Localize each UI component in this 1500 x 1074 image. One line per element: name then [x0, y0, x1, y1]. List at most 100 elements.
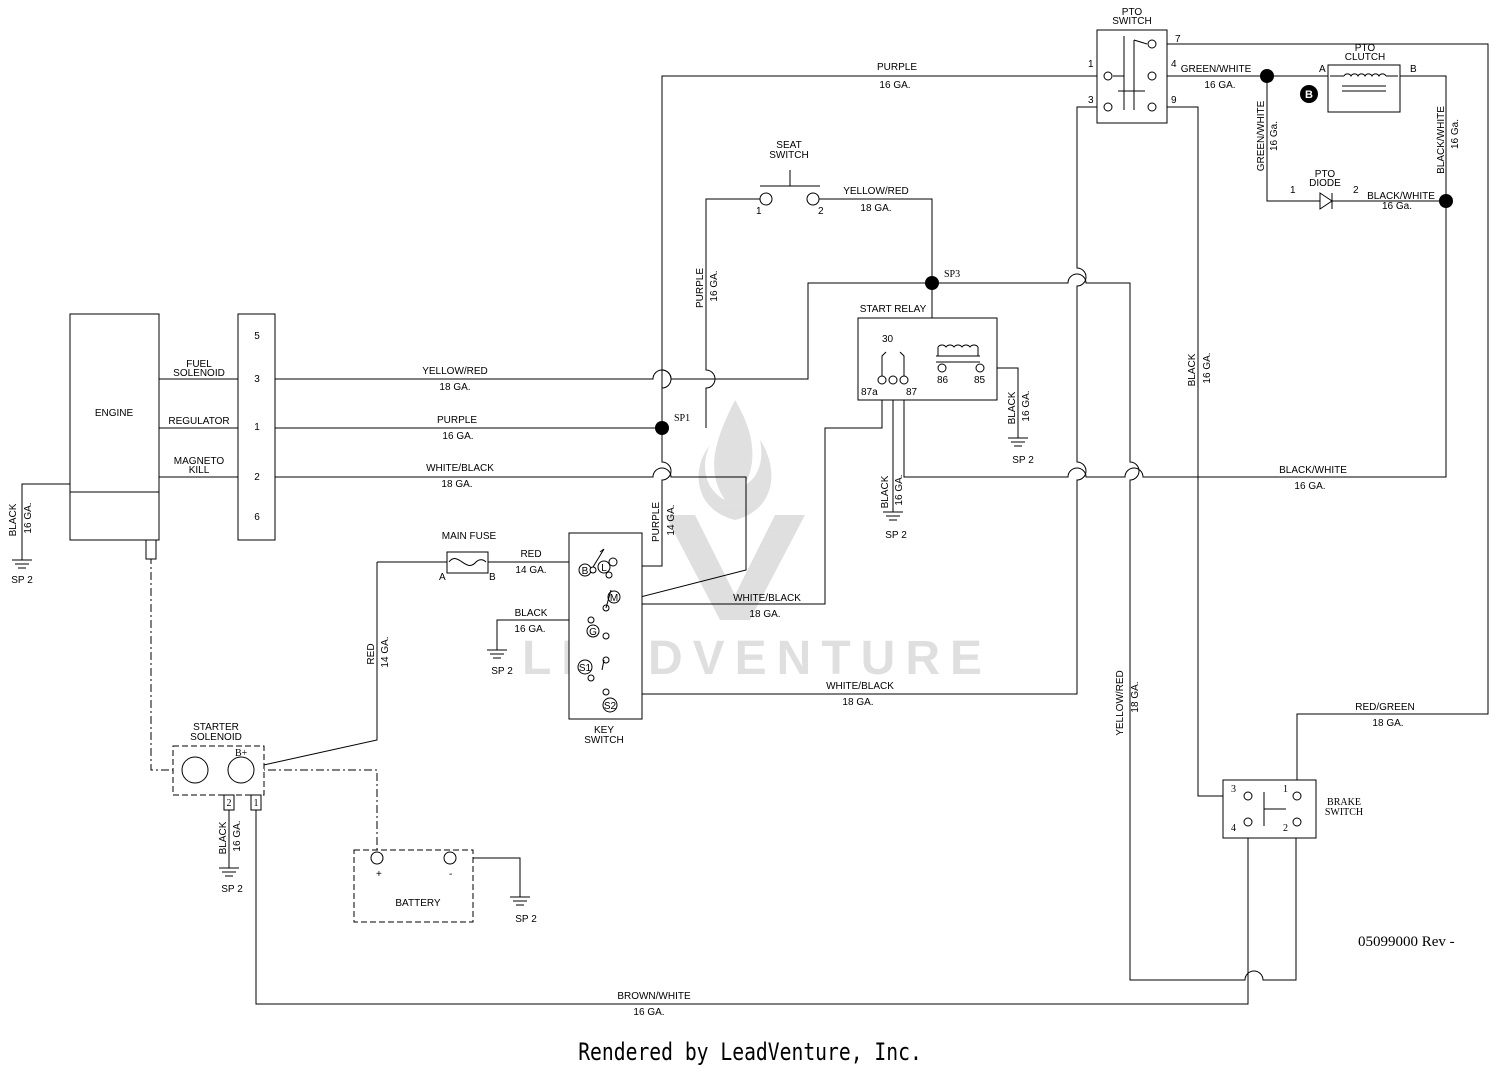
wire-label: 16 GA. — [633, 1007, 664, 1018]
black-white-splice-dot — [1439, 194, 1453, 208]
pto-diode-pin: 1 — [1290, 185, 1296, 196]
wire-label: 16 GA. — [1204, 80, 1235, 91]
magneto-kill-label: MAGNETO — [174, 456, 225, 467]
sp3-dot — [925, 276, 939, 290]
wire-label: 16 GA. — [709, 270, 720, 301]
ground-symbols — [12, 437, 1028, 906]
pto-pin: 4 — [1171, 59, 1177, 70]
fuel-solenoid-label: FUEL — [186, 359, 212, 370]
seat-pin: 1 — [756, 206, 762, 217]
pto-switch-label-2: SWITCH — [1112, 16, 1151, 27]
splice-dots — [655, 69, 1453, 435]
wire-label: PURPLE — [877, 62, 917, 73]
key-pin: S2 — [604, 701, 617, 712]
wire-label: PURPLE — [651, 502, 662, 542]
wire-label: 16 Ga. — [1450, 119, 1461, 149]
footer-credit: Rendered by LeadVenture, Inc. — [578, 1038, 922, 1066]
pto-clutch: PTO CLUTCH A B B — [1300, 43, 1417, 113]
wire-label: RED — [366, 643, 377, 664]
key-pin: M — [610, 593, 618, 604]
wire-label: RED — [520, 549, 541, 560]
wire-label: WHITE/BLACK — [826, 681, 894, 692]
wire-label: BLACK — [1007, 391, 1018, 424]
sp1-dot — [655, 421, 669, 435]
relay-pin: 30 — [882, 334, 894, 345]
pto-diode-label-2: DIODE — [1309, 178, 1341, 189]
pto-switch-label: PTO — [1122, 7, 1143, 18]
brake-pin: 2 — [1283, 823, 1288, 834]
pto-pin: 3 — [1088, 95, 1094, 106]
pto-pin: 9 — [1171, 95, 1177, 106]
wire-label: WHITE/BLACK — [426, 463, 494, 474]
ground-icon — [883, 511, 903, 521]
ground-icon — [12, 559, 32, 569]
wire-label: PURPLE — [695, 268, 706, 308]
wire-label: 18 GA. — [842, 697, 873, 708]
main-fuse: MAIN FUSE A B — [439, 531, 497, 583]
starter-solenoid-label-2: SOLENOID — [190, 732, 242, 743]
connector-pin: 2 — [254, 472, 260, 483]
wire-label: 16 GA. — [1202, 352, 1213, 383]
wire-label: YELLOW/RED — [1115, 670, 1126, 736]
seat-switch: SEAT SWITCH 1 2 — [756, 140, 824, 217]
wire-label: 18 GA. — [1372, 718, 1403, 729]
wire-label: BLACK — [880, 475, 891, 508]
wire-label: BLACK — [218, 821, 229, 854]
wire-label: 16 Ga. — [1269, 121, 1280, 151]
wire-label: 16 GA. — [879, 80, 910, 91]
wire-label: 14 GA. — [515, 565, 546, 576]
wire-label: BLACK — [1187, 353, 1198, 386]
brake-switch-label-2: SWITCH — [1325, 807, 1363, 818]
wire-label: RED/GREEN — [1355, 702, 1414, 713]
ground-icon — [487, 649, 507, 659]
wire-label: 18 GA. — [1130, 681, 1141, 712]
pto-clutch-pin: B — [1410, 64, 1417, 75]
main-fuse-label: MAIN FUSE — [442, 531, 497, 542]
wire-label: 16 GA. — [232, 820, 243, 851]
key-switch-label: KEY — [594, 725, 614, 736]
start-relay-label: START RELAY — [860, 304, 927, 315]
wire-label: YELLOW/RED — [422, 366, 488, 377]
sp2-label: SP 2 — [11, 575, 33, 586]
pto-clutch-pin: A — [1319, 64, 1326, 75]
wire-label: 16 Ga. — [1382, 201, 1412, 212]
sp2-label: SP 2 — [1012, 455, 1034, 466]
seat-switch-label-2: SWITCH — [769, 150, 808, 161]
pto-clutch-label-2: CLUTCH — [1345, 52, 1386, 63]
pto-clutch-splice-dot — [1260, 69, 1274, 83]
wire-label: BLACK — [515, 608, 548, 619]
wire-label: BLACK/WHITE — [1436, 106, 1447, 174]
ground-icon — [510, 896, 530, 906]
sp2-label: SP 2 — [515, 914, 537, 925]
starter-solenoid-label: STARTER — [193, 722, 239, 733]
wire-label: 16 GA. — [514, 624, 545, 635]
brake-pin: 1 — [1283, 784, 1288, 795]
pto-diode-pin: 2 — [1353, 185, 1359, 196]
relay-pin: 87 — [906, 387, 918, 398]
sp3-label: SP3 — [944, 269, 960, 280]
connector-pin: 5 — [254, 331, 260, 342]
battery-label: BATTERY — [395, 898, 441, 909]
doc-number: 05099000 Rev - — [1358, 934, 1455, 950]
pto-pin: 1 — [1088, 59, 1094, 70]
fuel-solenoid-label-2: SOLENOID — [173, 368, 225, 379]
wire-label: 16 GA. — [23, 502, 34, 533]
seat-switch-label: SEAT — [776, 140, 801, 151]
key-pin: B — [582, 566, 589, 577]
wire-label: 16 GA. — [442, 431, 473, 442]
sp2-label: SP 2 — [491, 666, 513, 677]
sp2-label: SP 2 — [885, 530, 907, 541]
fuse-pin: A — [439, 572, 446, 583]
brake-pin: 4 — [1231, 823, 1236, 834]
relay-pin: 87a — [861, 387, 878, 398]
wire-label: 16 GA. — [1021, 390, 1032, 421]
solenoid-pin: 2 — [227, 798, 232, 809]
fuse-pin: B — [489, 572, 496, 583]
wire-label: GREEN/WHITE — [1181, 64, 1252, 75]
wire-label: PURPLE — [437, 415, 477, 426]
wire-label: 18 GA. — [860, 203, 891, 214]
wire-labels: PURPLE 16 GA. GREEN/WHITE 16 GA. GREEN/W… — [8, 62, 1461, 1018]
pto-pin: 7 — [1175, 34, 1181, 45]
key-pin: L — [601, 563, 607, 574]
